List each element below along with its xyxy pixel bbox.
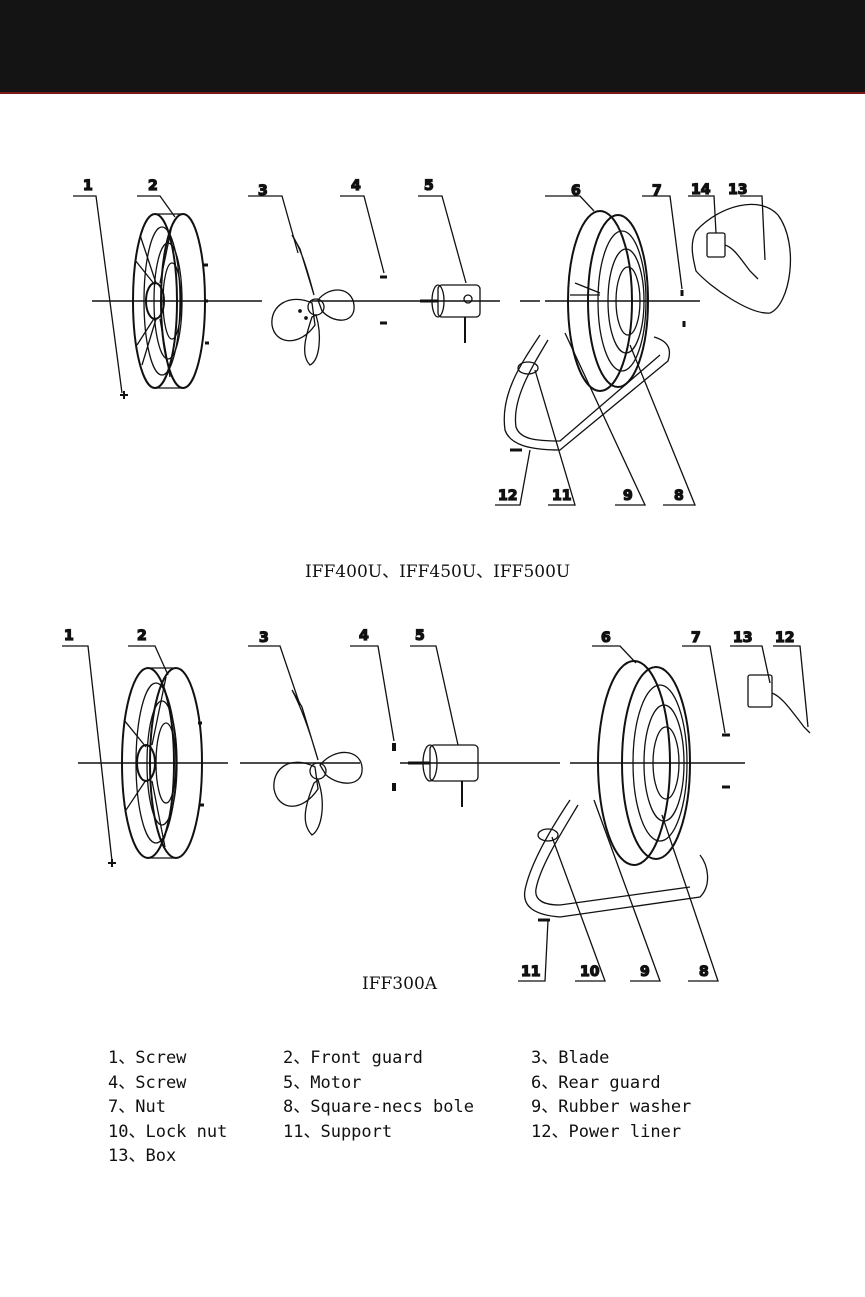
box-and-power-liner-drawing	[748, 675, 810, 733]
callout-6: 6	[601, 630, 611, 646]
exploded-diagram-a: 1 2 3 4 5 6 7 14 13 12 11 9 8	[0, 165, 865, 520]
exploded-diagram-b: 1 2 3 4 5 6 7 13 12 11 10 9 8	[0, 615, 865, 995]
legend-item-7: 7、Nut	[108, 1095, 166, 1120]
legend-item-5: 5、Motor	[283, 1071, 361, 1096]
diagram-a-caption: IFF400U、IFF450U、IFF500U	[305, 557, 570, 582]
callout-4: 4	[351, 178, 361, 194]
legend-item-2: 2、Front guard	[283, 1046, 423, 1071]
callout-8: 8	[674, 488, 684, 504]
motor-drawing	[420, 285, 480, 343]
legend-item-8: 8、Square-necs bole	[283, 1095, 474, 1120]
callout-2: 2	[137, 628, 147, 644]
callout-3: 3	[259, 630, 269, 646]
legend-item-6: 6、Rear guard	[531, 1071, 661, 1096]
legend-item-11: 11、Support	[283, 1120, 392, 1145]
legend-item-12: 12、Power liner	[531, 1120, 681, 1145]
callout-13: 13	[733, 630, 752, 646]
callout-12: 12	[498, 488, 517, 504]
callout-6: 6	[571, 183, 581, 199]
callout-11: 11	[521, 964, 540, 980]
callout-7: 7	[691, 630, 701, 646]
blade-drawing	[272, 235, 354, 365]
legend-item-3: 3、Blade	[531, 1046, 609, 1071]
diagram-b-caption: IFF300A	[362, 974, 437, 994]
header-edge	[0, 92, 865, 94]
callout-14: 14	[691, 182, 711, 198]
legend-item-4: 4、Screw	[108, 1071, 186, 1096]
callout-7: 7	[652, 183, 662, 199]
callout-12: 12	[775, 630, 794, 646]
callout-4: 4	[359, 628, 369, 644]
callout-9: 9	[640, 964, 650, 980]
callout-1: 1	[83, 178, 93, 194]
legend-item-9: 9、Rubber washer	[531, 1095, 691, 1120]
callout-2: 2	[148, 178, 158, 194]
callout-3: 3	[258, 183, 268, 199]
legend-item-10: 10、Lock nut	[108, 1120, 227, 1145]
callout-9: 9	[623, 488, 633, 504]
callout-5: 5	[415, 628, 425, 644]
box-and-power-liner-drawing	[692, 204, 790, 313]
header-bar	[0, 0, 865, 92]
support-drawing	[504, 335, 669, 450]
legend-item-13: 13、Box	[108, 1144, 176, 1169]
callout-1: 1	[64, 628, 74, 644]
callout-11: 11	[552, 488, 571, 504]
callout-8: 8	[699, 964, 709, 980]
callout-10: 10	[580, 964, 600, 980]
callout-13: 13	[728, 182, 747, 198]
legend-item-1: 1、Screw	[108, 1046, 186, 1071]
motor-drawing	[408, 745, 478, 807]
callout-5: 5	[424, 178, 434, 194]
